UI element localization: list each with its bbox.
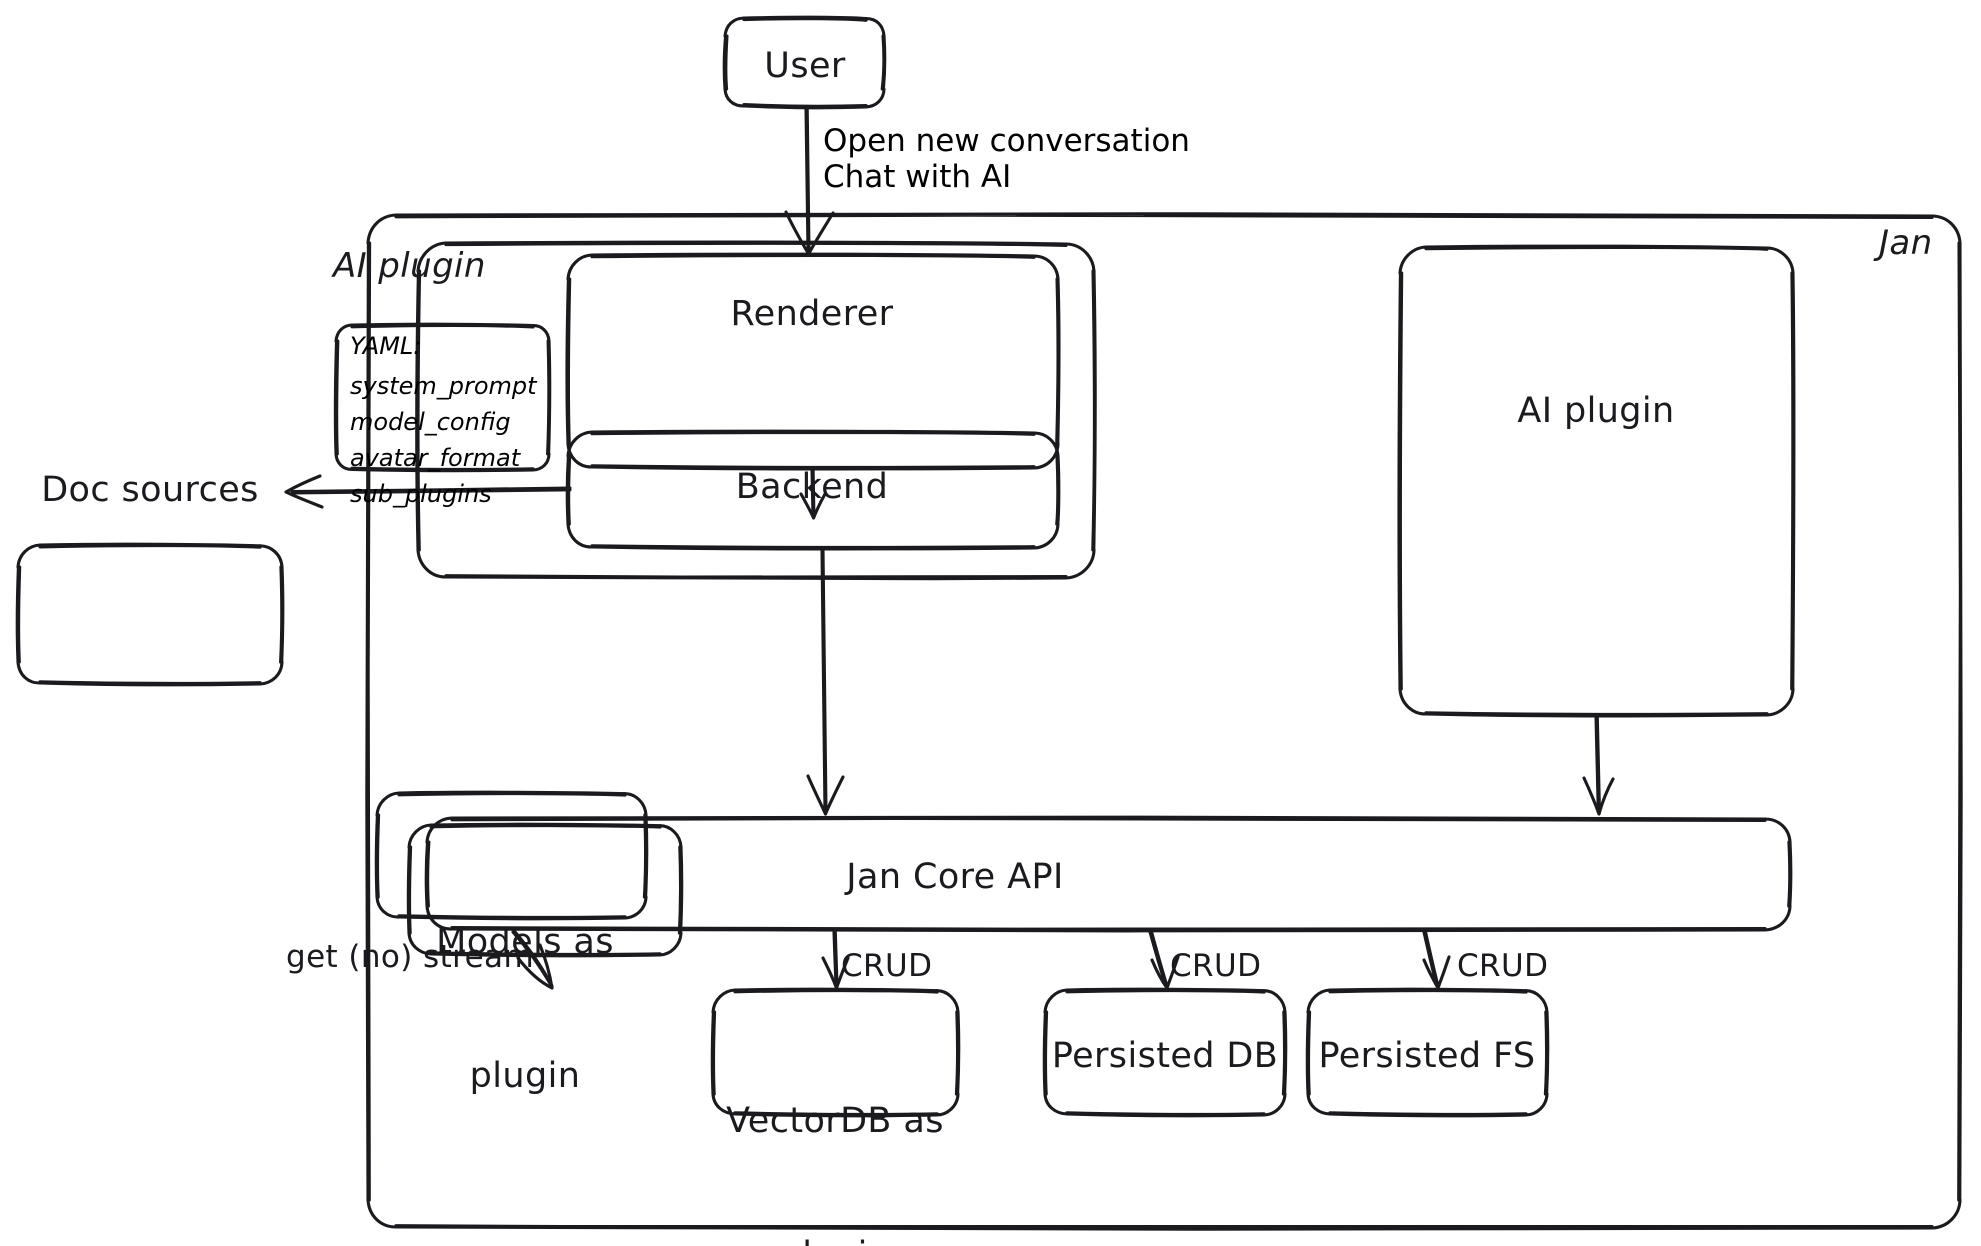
edge-label-user-to-renderer-line1: Open new conversation [823,123,1190,159]
node-persisted-fs-label: Persisted FS [1318,1036,1536,1076]
node-backend-label: Backend [735,467,889,507]
node-vectordb-plugin: VectorDB as plugin [710,1009,960,1246]
node-vectordb-plugin-line1: VectorDB as [726,1100,944,1141]
node-persisted-db-label: Persisted DB [1051,1036,1279,1076]
node-user-label: User [764,46,846,86]
yaml-line-0: system_prompt [350,372,537,400]
node-jan-core-api-label: Jan Core API [846,857,1064,897]
node-doc-sources-label: Doc sources [41,470,259,510]
yaml-line-2: avatar_format [350,444,521,472]
yaml-line-3: sub_plugins [350,480,492,508]
node-vectordb-plugin-line2: plugin [710,1233,960,1246]
node-ai-plugin-right-label: AI plugin [1517,391,1675,431]
edge-label-crud-persisted-db: CRUD [1170,948,1262,984]
group-jan-label: Jan [1879,223,1933,263]
yaml-config-box: YAML: system_prompt model_config avatar_… [350,332,540,512]
node-models-plugin: Models as plugin [420,830,630,1188]
edge-label-crud-persisted-fs: CRUD [1457,948,1549,984]
yaml-line-1: model_config [350,408,511,436]
edge-label-user-to-renderer: Open new conversation Chat with AI [823,123,1190,195]
edge-label-crud-vectordb: CRUD [841,948,933,984]
edge-label-get-no-stream: get (no) stream [286,939,535,975]
edge-label-user-to-renderer-line2: Chat with AI [823,159,1012,195]
group-ai-plugin-label: AI plugin [333,246,486,286]
node-renderer-label: Renderer [730,294,894,334]
node-models-plugin-line2: plugin [469,1055,581,1096]
yaml-head: YAML: [350,332,422,360]
node-models-plugin-line1: Models as [436,921,614,962]
